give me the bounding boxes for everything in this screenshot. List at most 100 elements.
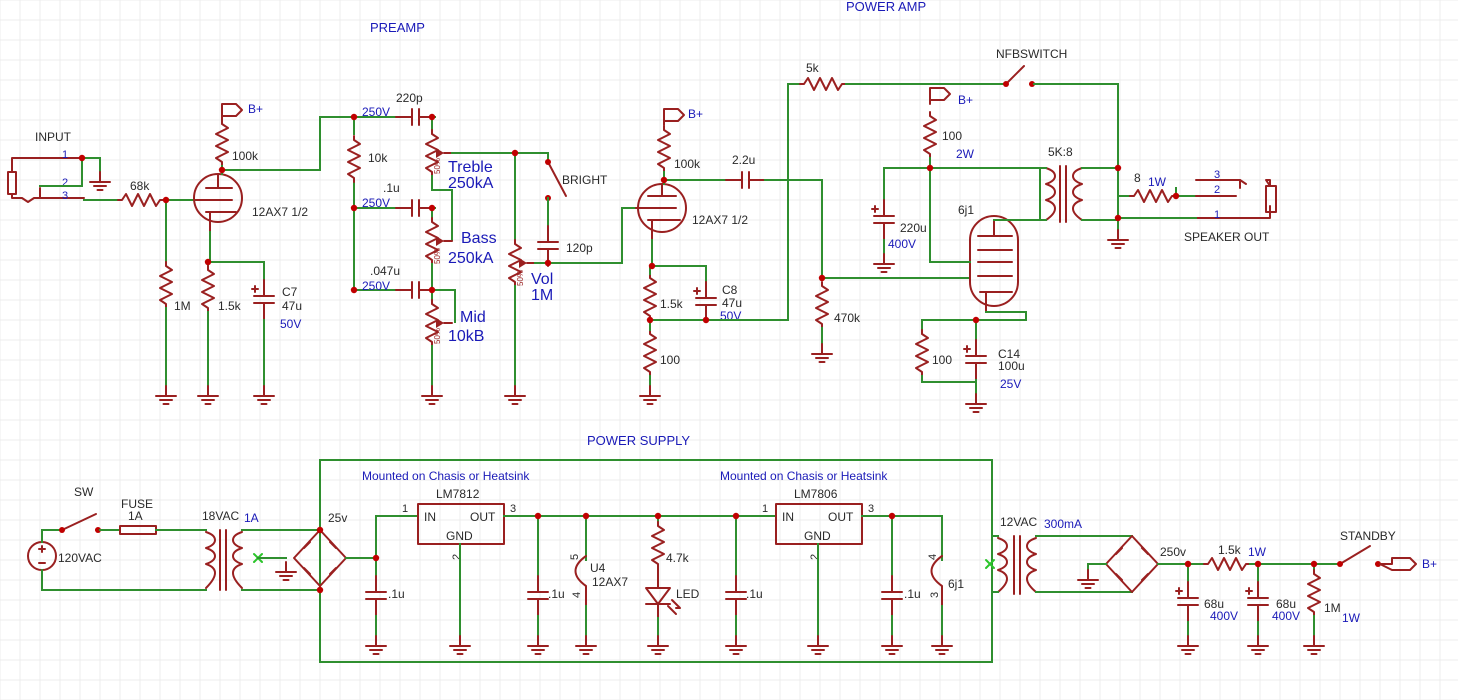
svg-text:25v: 25v bbox=[328, 511, 347, 525]
resistor-1-5k-cathode: 1.5k bbox=[201, 265, 242, 313]
svg-text:6j1: 6j1 bbox=[948, 577, 964, 591]
svg-text:12AX7 1/2: 12AX7 1/2 bbox=[252, 205, 308, 219]
capacitor-0-1u-bass: .1u 250V bbox=[362, 181, 436, 217]
svg-text:25V: 25V bbox=[1000, 377, 1021, 391]
capacitor-out-2: .1u bbox=[881, 575, 921, 617]
svg-text:47u: 47u bbox=[282, 299, 302, 313]
capacitor-047u-mid: .047u 250V bbox=[362, 264, 436, 299]
svg-text:50%: 50% bbox=[516, 270, 525, 286]
capacitor-out-1: .1u bbox=[527, 575, 565, 617]
heater-u4-12ax7: U4 12AX7 5 4 bbox=[569, 554, 628, 607]
junction-dots bbox=[78, 113, 1318, 594]
svg-text:U4: U4 bbox=[590, 561, 606, 575]
power-switch[interactable]: SW bbox=[59, 485, 101, 533]
capacitor-68u-1: 68u 400V bbox=[1175, 581, 1238, 623]
svg-text:250V: 250V bbox=[362, 105, 390, 119]
pot-treble: 50% Treble 250kA bbox=[425, 129, 494, 192]
svg-text:50%: 50% bbox=[433, 328, 442, 344]
svg-text:C7: C7 bbox=[282, 285, 298, 299]
svg-text:3: 3 bbox=[1214, 169, 1220, 181]
svg-text:100: 100 bbox=[942, 129, 962, 143]
svg-text:10kB: 10kB bbox=[448, 328, 484, 345]
note-mount-2: Mounted on Chasis or Heatsink bbox=[720, 469, 888, 483]
svg-text:1.5k: 1.5k bbox=[1218, 543, 1242, 557]
heater-6j1: 6j1 4 3 bbox=[927, 554, 964, 607]
regulator-lm7812: LM7812 IN OUT GND 1 3 2 bbox=[402, 487, 516, 560]
resistor-1-5k-cathode-2: 1.5k bbox=[643, 273, 684, 321]
transformer-18vac: 18VAC 1A bbox=[202, 509, 263, 591]
svg-text:5K:8: 5K:8 bbox=[1048, 145, 1073, 159]
svg-text:400V: 400V bbox=[888, 237, 916, 251]
svg-text:68u: 68u bbox=[1204, 597, 1224, 611]
svg-text:.1u: .1u bbox=[746, 587, 763, 601]
svg-text:400V: 400V bbox=[1272, 609, 1300, 623]
capacitor-220p: 220p 250V bbox=[362, 91, 436, 126]
svg-text:68u: 68u bbox=[1276, 597, 1296, 611]
svg-text:1W: 1W bbox=[1342, 611, 1361, 625]
svg-text:50%: 50% bbox=[433, 248, 442, 264]
section-title-power-supply: POWER SUPPLY bbox=[587, 433, 690, 448]
svg-text:.047u: .047u bbox=[370, 264, 400, 278]
svg-text:1W: 1W bbox=[1248, 545, 1267, 559]
svg-text:250kA: 250kA bbox=[448, 250, 494, 267]
resistor-1m-1w-bleeder: 1M 1W bbox=[1307, 569, 1361, 625]
capacitor-68u-2: 68u 400V bbox=[1245, 581, 1300, 623]
svg-text:Treble: Treble bbox=[448, 159, 493, 176]
resistor-100-cathode-2: 100 bbox=[643, 329, 680, 377]
svg-text:47u: 47u bbox=[722, 296, 742, 310]
resistor-1-5k-1w-ps: 1.5k 1W bbox=[1203, 543, 1267, 571]
led-indicator: LED bbox=[645, 567, 700, 619]
svg-text:Bass: Bass bbox=[461, 230, 497, 247]
svg-text:250v: 250v bbox=[1160, 545, 1186, 559]
svg-text:2: 2 bbox=[451, 554, 463, 560]
svg-text:12AX7 1/2: 12AX7 1/2 bbox=[692, 213, 748, 227]
svg-text:.1u: .1u bbox=[383, 181, 400, 195]
input-jack: INPUT 1 2 3 bbox=[7, 130, 85, 203]
capacitor-c14: C14 100u 25V bbox=[963, 339, 1025, 391]
resistor-100-cathode-out: 100 bbox=[915, 329, 952, 377]
standby-switch[interactable]: STANDBY bbox=[1337, 529, 1396, 567]
resistor-100k-plate: 100k bbox=[215, 119, 259, 167]
svg-text:120VAC: 120VAC bbox=[58, 551, 102, 565]
svg-text:1: 1 bbox=[402, 503, 408, 515]
svg-text:2: 2 bbox=[1214, 184, 1220, 196]
resistor-470k: 470k bbox=[815, 281, 861, 329]
svg-text:100k: 100k bbox=[674, 157, 701, 171]
svg-text:12AX7: 12AX7 bbox=[592, 575, 628, 589]
svg-text:1.5k: 1.5k bbox=[660, 297, 684, 311]
input-label: INPUT bbox=[35, 130, 72, 144]
svg-text:4: 4 bbox=[927, 554, 939, 560]
svg-text:FUSE: FUSE bbox=[121, 497, 153, 511]
svg-text:NFBSWITCH: NFBSWITCH bbox=[996, 47, 1067, 61]
svg-text:IN: IN bbox=[424, 510, 436, 524]
nfb-switch[interactable]: NFBSWITCH bbox=[996, 47, 1067, 87]
svg-text:100u: 100u bbox=[998, 359, 1025, 373]
capacitor-in-2: .1u bbox=[725, 575, 763, 617]
svg-text:250kA: 250kA bbox=[448, 175, 494, 192]
svg-text:SW: SW bbox=[74, 485, 94, 499]
svg-text:1: 1 bbox=[762, 503, 768, 515]
svg-text:120p: 120p bbox=[566, 241, 593, 255]
svg-text:1M: 1M bbox=[1324, 601, 1341, 615]
svg-text:10k: 10k bbox=[368, 151, 388, 165]
bplus-label-ps: B+ bbox=[1422, 557, 1437, 571]
fuse: FUSE 1A bbox=[119, 497, 157, 535]
output-transformer: 5K:8 bbox=[1045, 145, 1083, 223]
svg-text:5k: 5k bbox=[806, 61, 820, 75]
svg-text:LED: LED bbox=[676, 587, 700, 601]
svg-text:100k: 100k bbox=[232, 149, 259, 163]
speaker-jack: SPEAKER OUT 3 2 1 bbox=[1184, 169, 1277, 244]
svg-text:8: 8 bbox=[1134, 171, 1141, 185]
svg-text:2: 2 bbox=[809, 554, 821, 560]
svg-text:BRIGHT: BRIGHT bbox=[562, 173, 608, 187]
svg-text:GND: GND bbox=[804, 529, 831, 543]
transformer-12vac: 12VAC 300mA bbox=[985, 515, 1082, 595]
svg-text:300mA: 300mA bbox=[1044, 517, 1082, 531]
svg-text:250V: 250V bbox=[362, 196, 390, 210]
svg-text:220u: 220u bbox=[900, 221, 927, 235]
pot-volume: 50% Vol 1M bbox=[508, 239, 553, 304]
svg-text:1W: 1W bbox=[1148, 175, 1167, 189]
input-pin1: 1 bbox=[62, 149, 68, 161]
svg-text:C8: C8 bbox=[722, 283, 738, 297]
